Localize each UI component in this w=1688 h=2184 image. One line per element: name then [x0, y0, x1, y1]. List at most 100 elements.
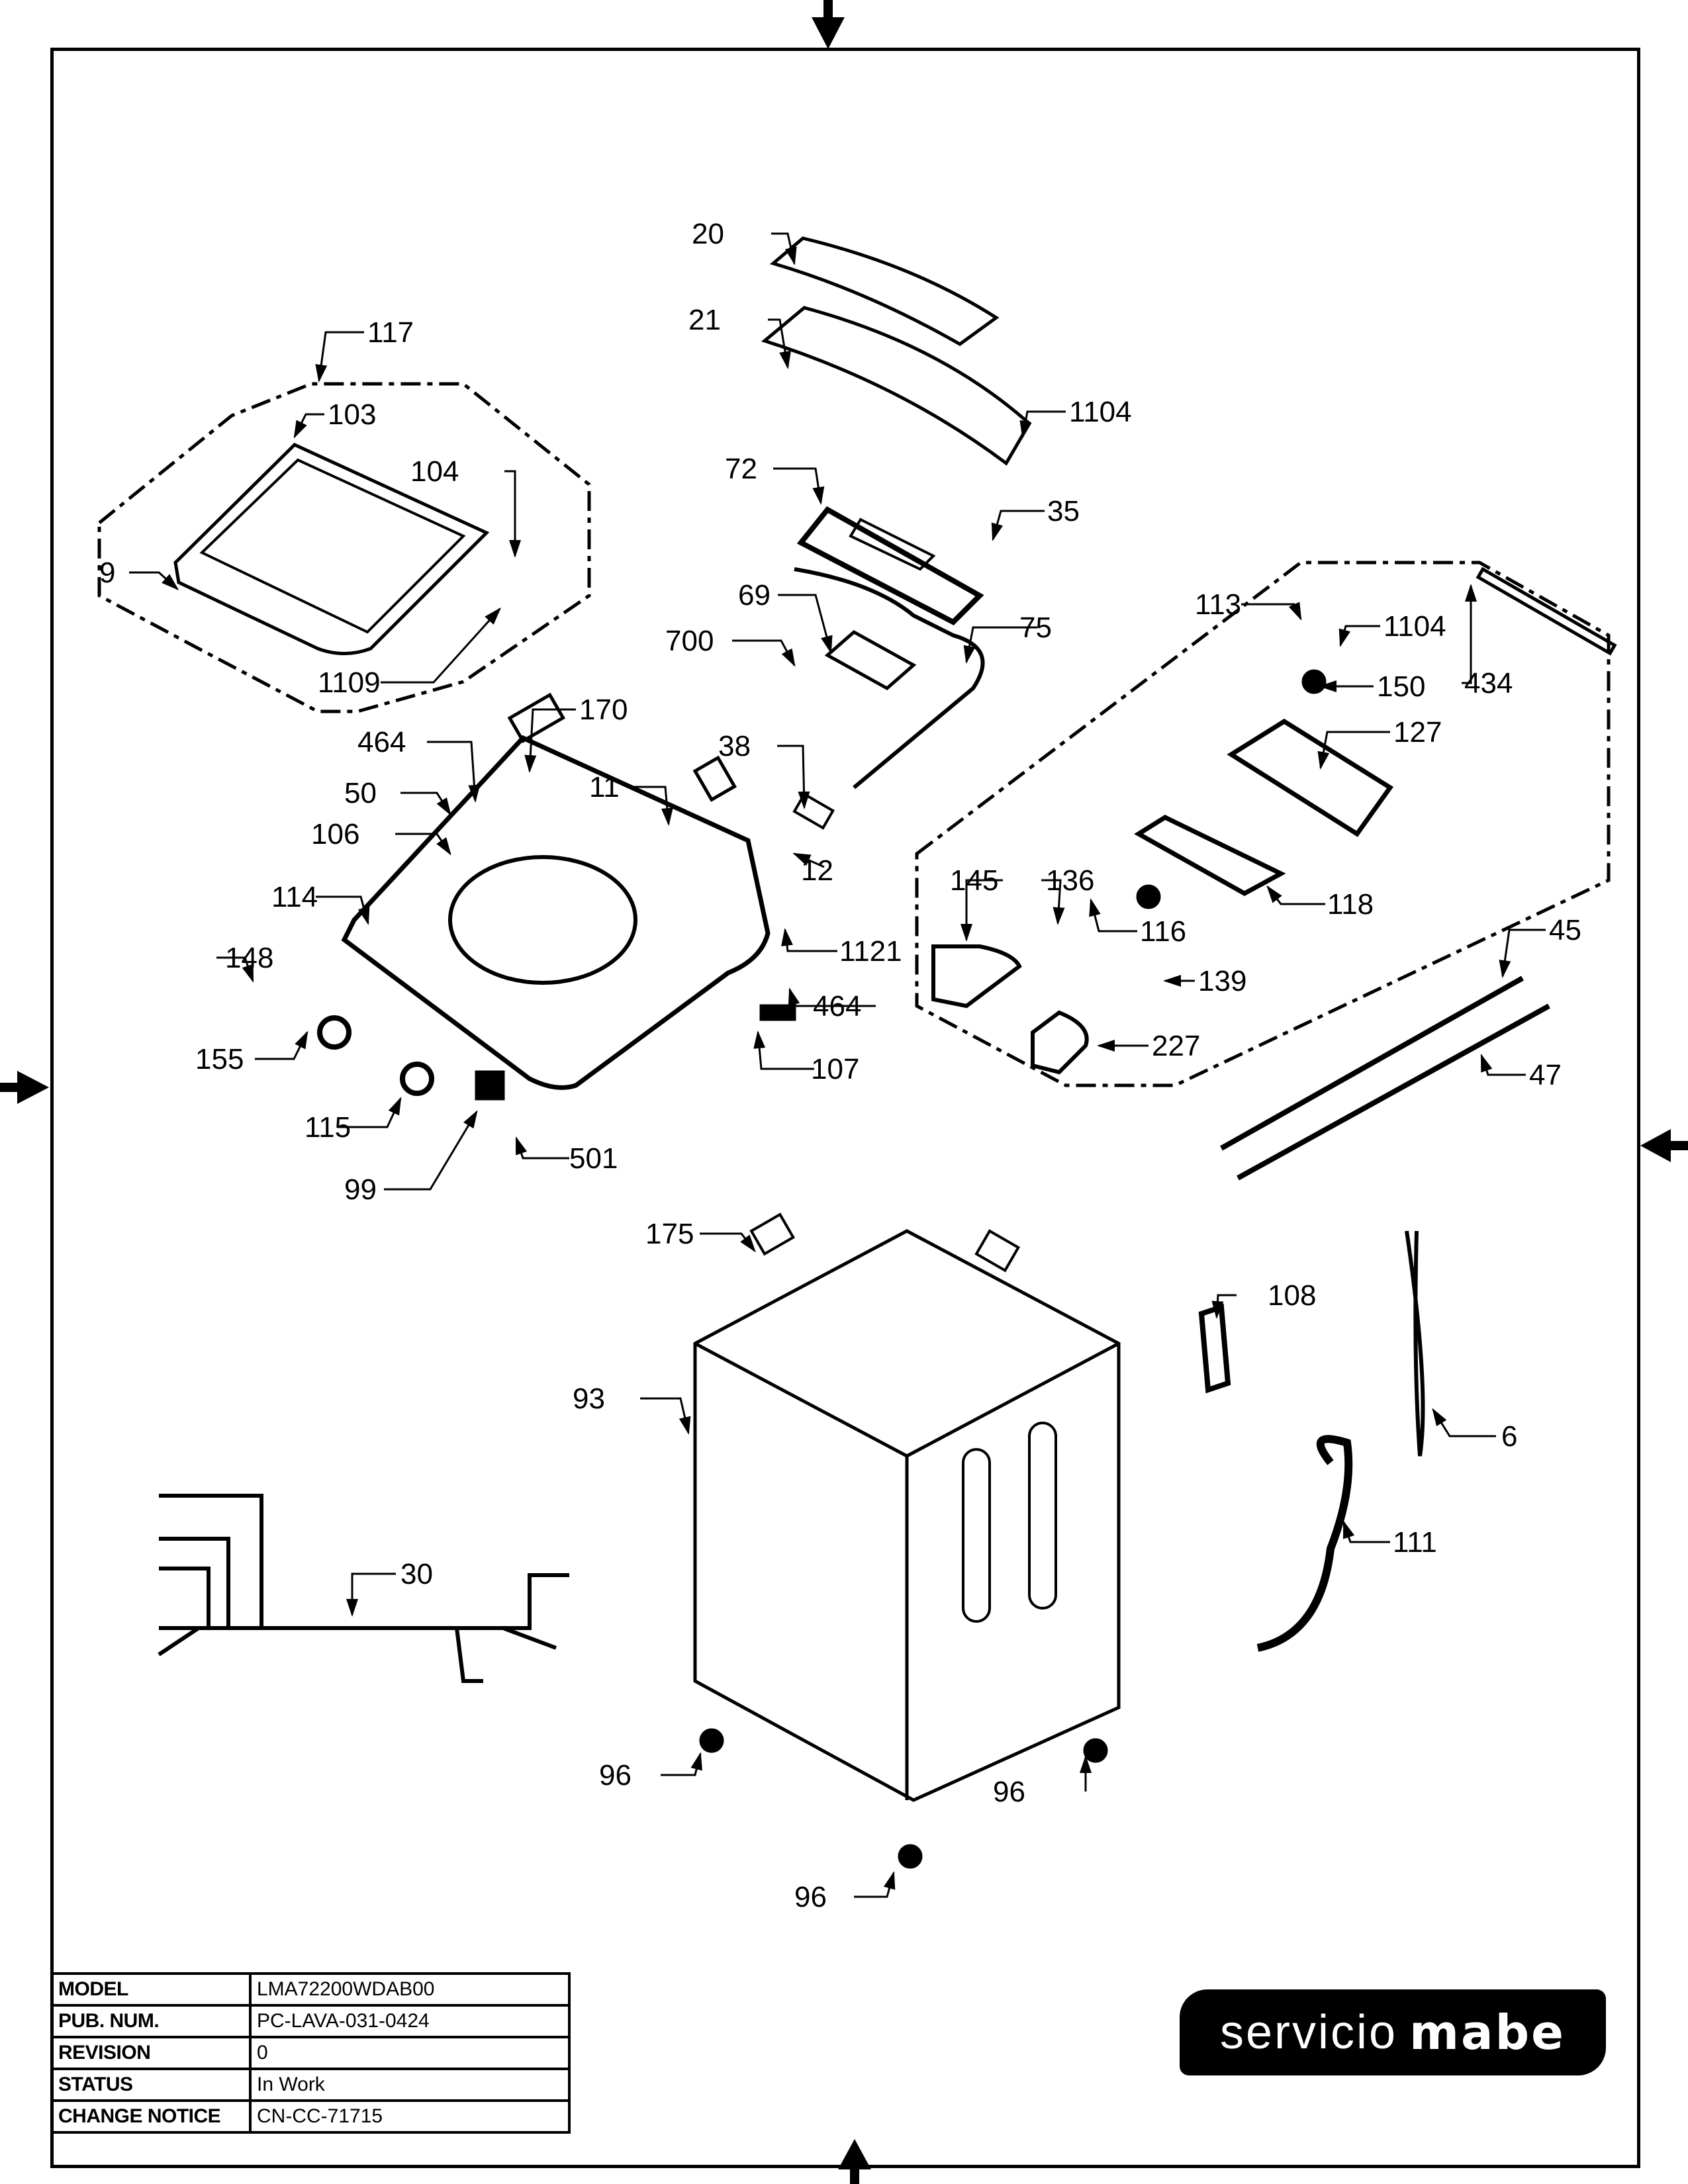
centering-arrow-top: [812, 0, 845, 49]
callout-21: 21: [688, 304, 721, 336]
pad-part: [749, 1212, 796, 1256]
callout-75: 75: [1019, 612, 1052, 644]
control-board-part: [796, 506, 984, 625]
callout-50: 50: [344, 777, 377, 809]
callout-96a: 96: [599, 1759, 632, 1792]
title-block-value: CN-CC-71715: [249, 2099, 571, 2134]
callout-113: 113: [1195, 588, 1241, 621]
title-block-key: PUB. NUM.: [50, 2004, 252, 2038]
wire-harness-part: [158, 1494, 569, 1683]
drain-hose-part: [1256, 1435, 1353, 1652]
lid-assembly-boundary: [97, 382, 591, 713]
callout-107: 107: [811, 1053, 859, 1085]
callout-9: 9: [99, 557, 115, 589]
callout-99: 99: [344, 1173, 377, 1206]
callout-464a: 464: [357, 726, 406, 758]
callout-1104b: 1104: [1383, 610, 1446, 643]
callout-96b: 96: [993, 1776, 1025, 1808]
callout-20: 20: [692, 218, 724, 250]
callout-136: 136: [1046, 864, 1094, 897]
hose-47: [1237, 1003, 1550, 1181]
callout-35: 35: [1047, 495, 1080, 527]
callout-108: 108: [1268, 1279, 1316, 1312]
callout-434: 434: [1464, 667, 1513, 700]
callout-117: 117: [367, 316, 414, 349]
callout-30: 30: [400, 1558, 433, 1590]
dispenser-cup-part: [931, 944, 1022, 1009]
callout-464b: 464: [813, 990, 861, 1023]
dispenser-drawer-part: [1227, 718, 1394, 837]
logo-text-light: servicio: [1219, 2006, 1398, 2059]
callout-12: 12: [801, 854, 833, 887]
hose-45: [1220, 976, 1524, 1151]
lid-part: [173, 443, 490, 655]
callout-1104a: 1104: [1069, 396, 1132, 428]
callout-47: 47: [1529, 1059, 1562, 1091]
title-block-key: REVISION: [50, 2036, 252, 2070]
callout-1109: 1109: [318, 666, 381, 699]
dispenser-tray-part: [1134, 815, 1286, 897]
callout-103: 103: [328, 398, 376, 431]
drain-cord-part: [1405, 1230, 1425, 1457]
title-block-value: PC-LAVA-031-0424: [249, 2004, 571, 2038]
dispenser-assembly-boundary: [915, 561, 1611, 1087]
title-block-key: MODEL: [50, 1972, 252, 2007]
title-block-value: 0: [249, 2036, 571, 2070]
callout-150: 150: [1377, 670, 1425, 703]
callout-104: 104: [410, 455, 459, 488]
callout-175: 175: [645, 1218, 694, 1250]
leveling-foot: [699, 1728, 724, 1753]
callout-116: 116: [1140, 915, 1186, 948]
seal-strip-part: [1476, 567, 1617, 656]
callout-155: 155: [195, 1043, 244, 1075]
title-block-row: PUB. NUM.PC-LAVA-031-0424: [50, 2004, 571, 2038]
title-block-key: STATUS: [50, 2068, 252, 2102]
centering-arrow-right: [1640, 1129, 1688, 1162]
callout-11: 11: [589, 771, 620, 803]
bracket-part: [1198, 1303, 1231, 1394]
valve-part: [1031, 1010, 1089, 1075]
cable-part: [794, 567, 985, 790]
callout-115: 115: [305, 1111, 351, 1144]
title-block-value: In Work: [249, 2068, 571, 2102]
callout-6: 6: [1501, 1420, 1517, 1453]
control-panel-part: [769, 236, 1000, 346]
callout-139: 139: [1198, 965, 1246, 997]
callout-227: 227: [1152, 1030, 1200, 1062]
callout-111: 111: [1393, 1526, 1437, 1559]
logo-text-bold: mabe: [1409, 2005, 1566, 2060]
callout-501: 501: [569, 1142, 618, 1175]
title-block-value: LMA72200WDAB00: [249, 1972, 571, 2007]
callout-69: 69: [738, 579, 771, 612]
title-block-key: CHANGE NOTICE: [50, 2099, 252, 2134]
callout-72: 72: [725, 453, 757, 485]
callout-114: 114: [271, 881, 318, 913]
callout-96c: 96: [794, 1881, 827, 1913]
callout-170: 170: [579, 694, 628, 726]
centering-arrow-left: [0, 1071, 49, 1104]
callout-127: 127: [1393, 716, 1442, 749]
callout-118: 118: [1327, 888, 1374, 921]
callout-1121: 1121: [839, 935, 902, 968]
callout-93: 93: [573, 1383, 605, 1415]
centering-arrow-bottom: [838, 2139, 871, 2184]
callout-106: 106: [311, 818, 359, 850]
callout-38: 38: [718, 730, 751, 762]
top-cover-part: [341, 735, 771, 1090]
console-housing-part: [761, 306, 1032, 466]
callout-700: 700: [665, 625, 714, 657]
pcb-part: [824, 629, 917, 691]
callout-45: 45: [1549, 914, 1581, 946]
callout-148: 148: [225, 942, 273, 974]
callout-labels: 117 103 104 9 1109 20 21 1104 72 35 69 75 700 113 1104…: [99, 218, 1581, 1913]
callout-145: 145: [950, 864, 998, 897]
cabinet-part: [693, 1229, 1121, 1802]
